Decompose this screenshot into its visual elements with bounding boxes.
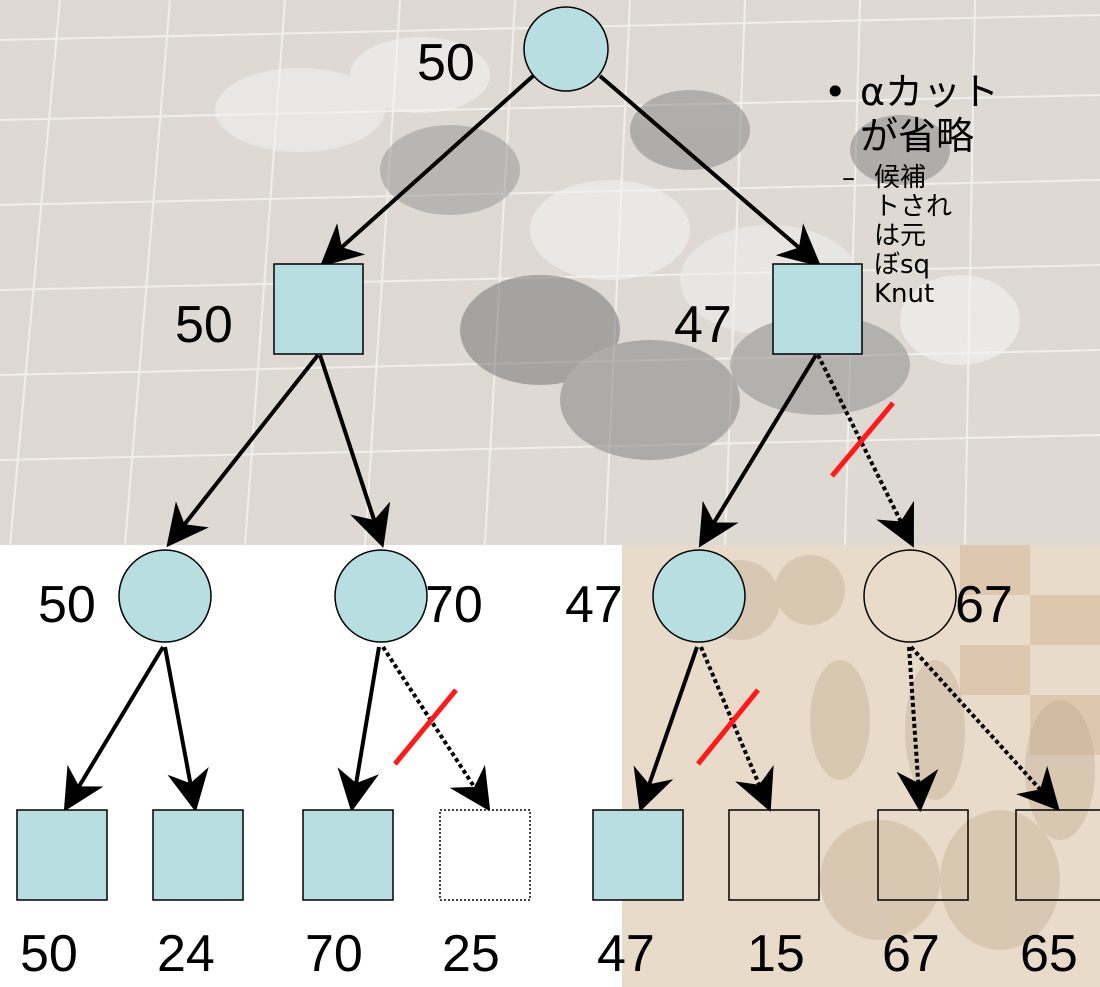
leaf-node-2 <box>152 809 244 901</box>
edge-l1b-l2d-cut <box>816 354 914 548</box>
edge-l2c-leaf6-cut <box>699 646 774 812</box>
bullet-text-block: • αカット が省略 – 候補 トされ は元 ぼsq Knut <box>812 70 999 309</box>
leaf-node-1 <box>16 809 108 901</box>
edge-root-right <box>598 74 822 267</box>
min-1-value: 50 <box>38 576 96 634</box>
leaf-node-7-pruned <box>877 809 969 901</box>
sub-bullet-line-2: トされ <box>874 192 953 222</box>
edge-l2d-leaf8-cut <box>909 645 1060 812</box>
go-board-background <box>0 0 1100 546</box>
edge-l2a-leaf1 <box>63 645 165 812</box>
edge-l2b-leaf3 <box>337 646 381 813</box>
sub-bullet-line-4: ぼsq <box>874 250 931 280</box>
sub-bullet-line-1: 候補 <box>874 163 927 193</box>
leaf-4-value: 25 <box>442 925 500 983</box>
cut-mark <box>696 688 760 766</box>
edge-l2d-leaf7-cut <box>896 646 939 813</box>
leaf-1-value: 50 <box>20 925 78 983</box>
edge-l1a-l2a <box>166 353 320 548</box>
root-value: 50 <box>417 34 475 92</box>
leaf-3-value: 70 <box>305 925 363 983</box>
edge-l1a-l2b <box>318 354 391 548</box>
min-node-1 <box>118 549 212 643</box>
leaf-node-4-pruned <box>439 809 531 901</box>
edge-root-left <box>319 74 535 267</box>
leaf-6-value: 15 <box>747 925 805 983</box>
leaf-2-value: 24 <box>157 925 215 983</box>
leaf-7-value: 67 <box>882 925 940 983</box>
min-node-4-pruned <box>863 549 957 643</box>
edge-l2a-leaf2 <box>163 646 209 813</box>
cut-mark <box>393 688 458 766</box>
max-right-value: 47 <box>674 296 732 354</box>
max-node-left <box>273 263 364 355</box>
leaf-node-5 <box>592 809 684 901</box>
sub-bullet-item: – 候補 トされ は元 ぼsq Knut <box>812 164 999 309</box>
min-2-value: 70 <box>425 576 483 634</box>
bullet-line-1: αカット <box>860 70 1000 114</box>
sub-bullet-symbol: – <box>842 163 855 193</box>
max-node-right <box>772 263 863 355</box>
leaf-node-3 <box>302 809 394 901</box>
min-node-2 <box>334 549 428 643</box>
leaf-8-value: 65 <box>1020 925 1078 983</box>
edge-l2b-leaf4-cut <box>381 645 491 812</box>
leaf-node-6-pruned <box>728 809 820 901</box>
max-left-value: 50 <box>175 296 233 354</box>
sub-bullet-line-5: Knut <box>874 279 935 309</box>
root-node <box>523 6 609 92</box>
leaf-node-8-pruned <box>1015 809 1100 901</box>
edge-l1b-l2c <box>698 353 818 548</box>
cut-mark <box>830 401 895 478</box>
sub-bullet-line-3: は元 <box>874 221 927 251</box>
bullet-line-2: が省略 <box>860 114 975 158</box>
min-node-3 <box>652 549 746 643</box>
bullet-symbol: • <box>824 70 847 114</box>
min-4-value: 67 <box>955 576 1013 634</box>
leaf-5-value: 47 <box>597 925 655 983</box>
edge-l2c-leaf5 <box>633 646 699 812</box>
min-3-value: 47 <box>565 576 623 634</box>
bullet-item: • αカット が省略 <box>812 70 999 158</box>
